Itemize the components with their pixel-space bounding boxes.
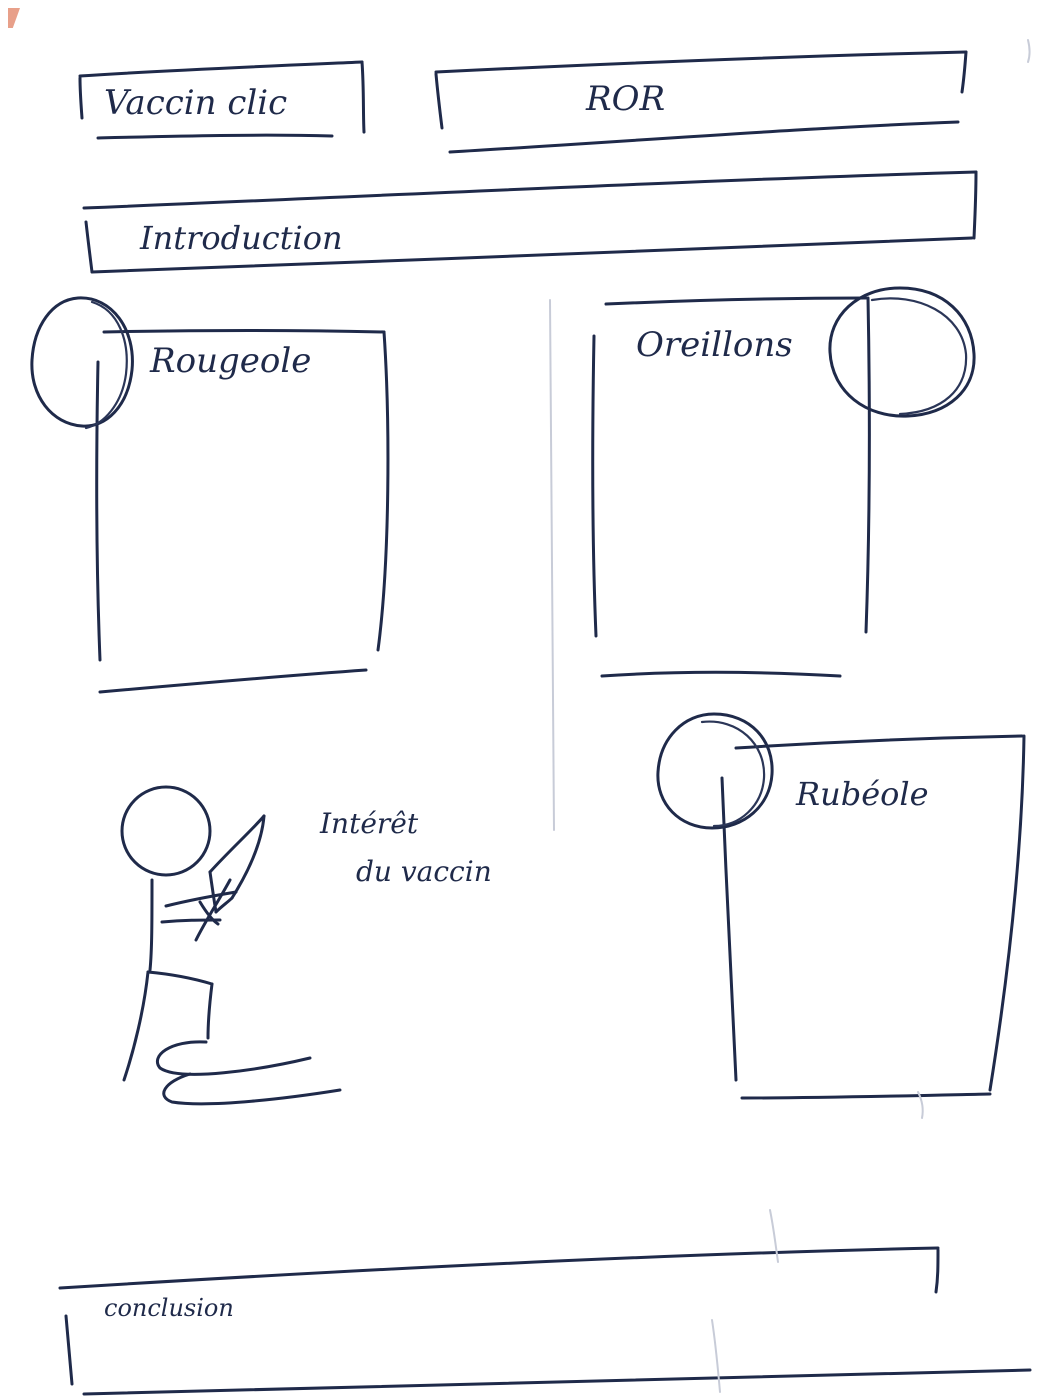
conclusion-label: conclusion bbox=[104, 1296, 234, 1320]
paper-fold-marks bbox=[550, 40, 1030, 1392]
card-rougeole-label: Rougeole bbox=[150, 344, 311, 378]
vaccination-figure-illustration bbox=[122, 787, 340, 1104]
card-rubeole-label: Rubéole bbox=[796, 778, 929, 810]
vaccine-interest-line1: Intérêt bbox=[320, 810, 418, 838]
topic-title: ROR bbox=[586, 82, 665, 116]
introduction-label: Introduction bbox=[140, 222, 343, 254]
topic-title-box[interactable] bbox=[436, 52, 966, 152]
card-oreillons-label: Oreillons bbox=[636, 328, 793, 362]
vaccine-interest-line2: du vaccin bbox=[356, 858, 492, 886]
site-title: Vaccin clic bbox=[104, 86, 287, 120]
card-rubeole[interactable] bbox=[658, 714, 1024, 1098]
